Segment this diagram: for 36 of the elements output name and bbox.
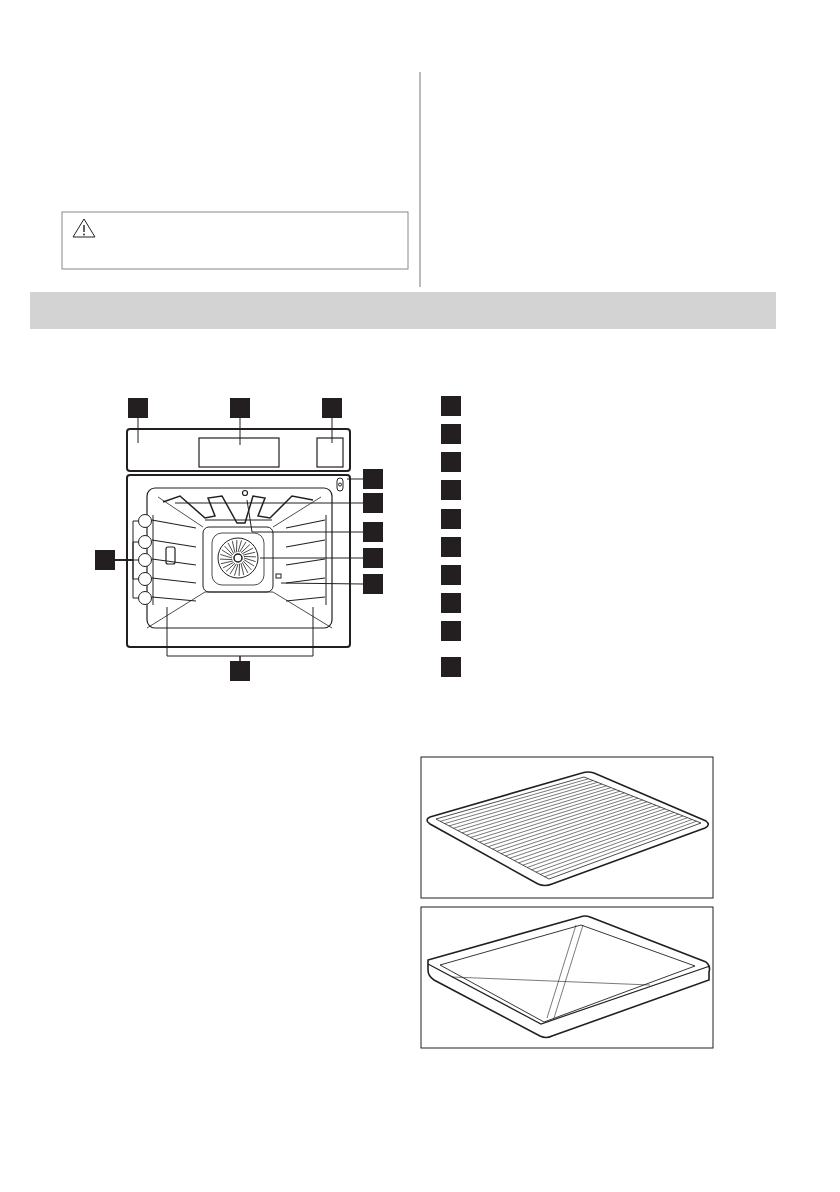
callout-square — [441, 452, 461, 472]
callout-square — [322, 398, 342, 418]
leader-line — [346, 478, 364, 480]
callout-square — [363, 548, 383, 568]
callout-square — [441, 621, 461, 641]
shelf-position-circle — [138, 553, 152, 567]
leader-line — [137, 417, 139, 444]
leader-line — [239, 417, 241, 446]
leader-line — [280, 582, 364, 585]
callout-square — [230, 398, 250, 418]
callout-square — [363, 574, 383, 594]
callout-square — [128, 398, 148, 418]
leader-line — [239, 606, 314, 662]
leader-line — [174, 502, 364, 504]
callout-square — [441, 537, 461, 557]
callout-square — [230, 661, 250, 681]
callout-square — [363, 469, 383, 489]
callout-square — [441, 509, 461, 529]
callout-square — [95, 550, 115, 570]
callout-square — [441, 480, 461, 500]
section-banner — [30, 292, 776, 329]
leader-line — [259, 557, 364, 559]
callout-square — [363, 493, 383, 513]
shelf-position-circle — [138, 591, 152, 605]
leader-line — [114, 559, 139, 599]
leader-line — [246, 499, 364, 533]
shelf-position-circle — [138, 514, 152, 528]
shelf-position-circle — [138, 572, 152, 586]
leader-line — [331, 417, 333, 444]
shelf-position-circle — [138, 535, 152, 549]
callout-square — [441, 396, 461, 416]
callout-square — [363, 522, 383, 542]
callout-square — [441, 593, 461, 613]
callout-square — [441, 424, 461, 444]
callout-square — [441, 565, 461, 585]
callout-square — [441, 657, 461, 677]
